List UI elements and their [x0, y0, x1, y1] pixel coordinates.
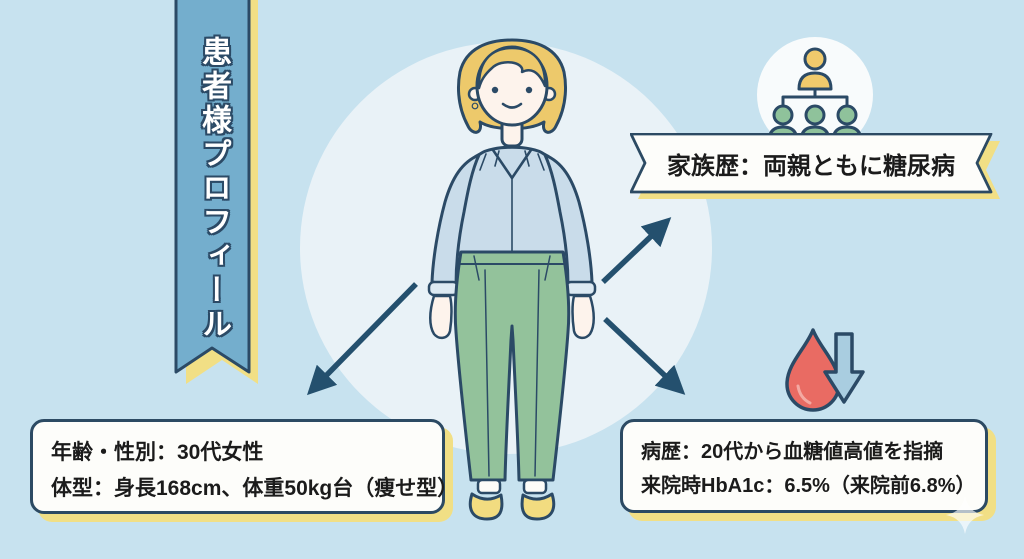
history-line-hba1c: 来院時HbA1c：6.5%（来院前6.8%） [641, 475, 976, 498]
down-arrow-icon [823, 332, 865, 404]
earring [471, 102, 479, 110]
title-ribbon-label: 患者様プロフィール [197, 36, 230, 342]
profile-info-box: 年齢・性別：30代女性 体型：身長168cm、体重50kg台（痩せ型） [30, 419, 459, 514]
history-line-medical: 病歴：20代から血糖値高値を指摘 [641, 441, 944, 463]
sparkle-icon [946, 496, 984, 534]
profile-line-body-type: 体型：身長168cm、体重50kg台（痩せ型） [51, 477, 459, 501]
pants [453, 250, 571, 482]
family-tree-icon [757, 37, 873, 145]
blood-drop-icon [785, 328, 841, 412]
profile-line-age-gender: 年齢・性別：30代女性 [51, 441, 264, 464]
shoe [468, 492, 504, 521]
family-history-banner: 家族歴：両親ともに糖尿病 [630, 133, 1008, 213]
history-info-box: 病歴：20代から血糖値高値を指摘 来院時HbA1c：6.5%（来院前6.8%） [620, 419, 988, 513]
family-banner-shape [630, 133, 1000, 199]
patient-illustration [427, 38, 597, 521]
family-banner-label: 家族歴：両親ともに糖尿病 [667, 152, 955, 180]
blood-drop-down-arrow-icon [785, 328, 865, 412]
title-ribbon [174, 0, 258, 384]
ribbon-shape [174, 0, 251, 374]
shoe [520, 492, 556, 521]
